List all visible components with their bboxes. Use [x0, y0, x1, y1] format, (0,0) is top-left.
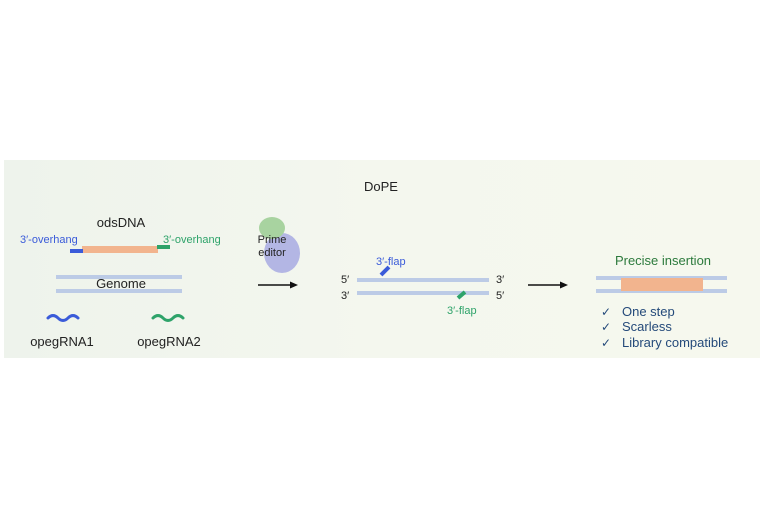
genome-strand-bottom — [56, 289, 182, 293]
prime-editor-label-1: Prime — [258, 234, 287, 246]
arrow-1-head — [290, 281, 298, 289]
bottom-right-end-label: 5′ — [496, 290, 504, 302]
check-icon: ✓ — [601, 305, 611, 319]
opegrna1-label: opegRNA1 — [30, 334, 94, 349]
prime-editor-label-2: editor — [258, 247, 286, 259]
top-right-end-label: 3′ — [496, 274, 504, 286]
top-flap-label: 3′-flap — [376, 256, 406, 268]
inserted-sequence — [621, 278, 703, 291]
opegrna2-squiggle — [151, 314, 185, 322]
top-left-end-label: 5′ — [341, 274, 349, 286]
prime-editor-domain — [259, 217, 285, 239]
opegrna2-label: opegRNA2 — [137, 334, 201, 349]
left-overhang-label: 3′-overhang — [20, 234, 78, 246]
top-flap — [379, 265, 391, 277]
genome-label: Genome — [96, 276, 146, 291]
left-overhang — [70, 249, 83, 253]
bottom-left-end-label: 3′ — [341, 290, 349, 302]
benefit-scarless: Scarless — [622, 319, 672, 334]
right-overhang-label: 3′-overhang — [163, 234, 221, 246]
prime-editor-body — [264, 233, 300, 273]
opegrna1-squiggle — [46, 314, 80, 322]
nicked-strand-bottom — [357, 291, 489, 295]
odsdna-label: odsDNA — [97, 215, 146, 230]
bottom-flap — [456, 290, 467, 300]
check-icon: ✓ — [601, 336, 611, 350]
nicked-strand-top — [357, 278, 489, 282]
right-overhang — [157, 245, 170, 249]
genome-strand-top — [56, 275, 182, 279]
odsdna-insert — [82, 246, 158, 253]
diagram-title: DoPE — [364, 179, 398, 194]
dope-panel — [4, 160, 760, 358]
benefit-list: ✓ One step ✓ Scarless ✓ Library compatib… — [601, 304, 728, 350]
check-icon: ✓ — [601, 320, 611, 334]
benefit-one-step: One step — [622, 304, 675, 319]
bottom-flap-label: 3′-flap — [447, 305, 477, 317]
arrow-2-head — [560, 281, 568, 289]
result-label: Precise insertion — [615, 253, 711, 268]
benefit-library-compatible: Library compatible — [622, 335, 728, 350]
